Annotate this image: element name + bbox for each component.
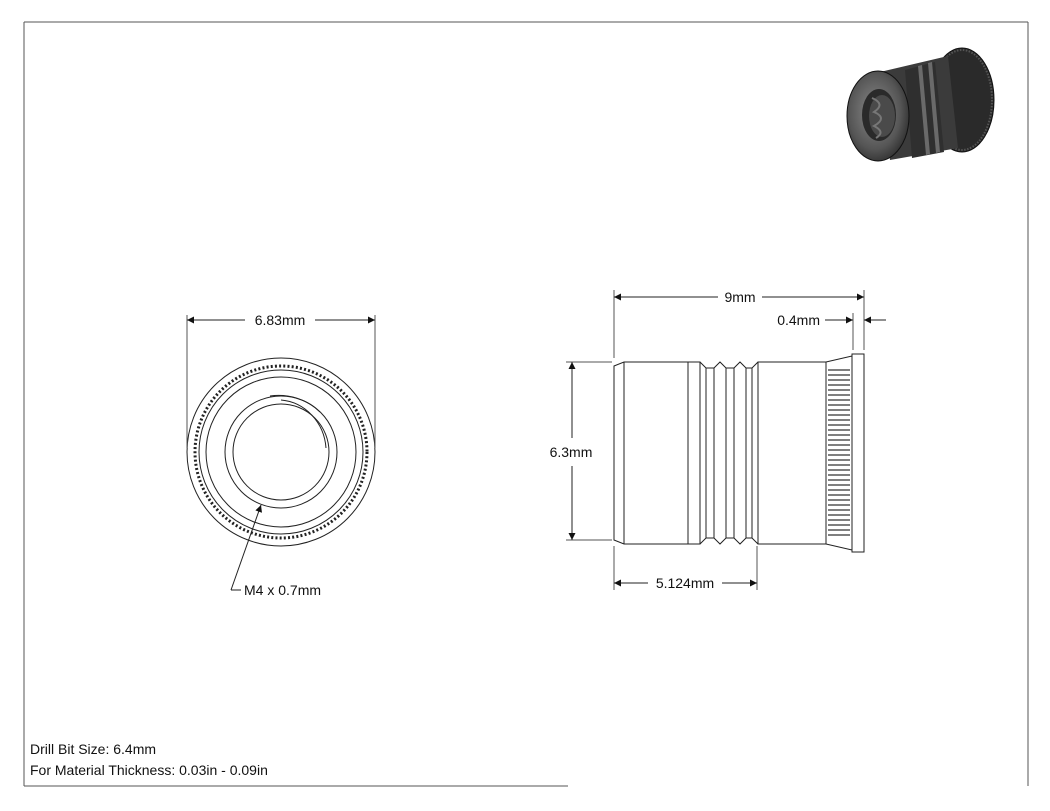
head-thickness-dimension: 0.4mm [777,312,886,350]
front-diameter-label: 6.83mm [255,312,306,328]
material-thickness-note: For Material Thickness: 0.03in - 0.09in [30,762,268,778]
thread-callout: M4 x 0.7mm [230,504,321,598]
body-diameter-dimension: 6.3mm [550,361,612,541]
head-thickness-label: 0.4mm [777,312,820,328]
isometric-render [846,47,995,162]
overall-length-label: 9mm [724,289,755,305]
drawing-border [23,21,1029,787]
shank-length-label: 5.124mm [656,575,714,591]
side-knurl [828,369,850,536]
drill-bit-note: Drill Bit Size: 6.4mm [30,741,157,757]
front-diameter-dimension: 6.83mm [187,312,375,328]
front-view [186,315,376,547]
overall-length-dimension: 9mm [613,289,865,358]
body-diameter-label: 6.3mm [550,444,593,460]
shank-length-dimension: 5.124mm [613,546,758,591]
thread-size-label: M4 x 0.7mm [244,582,321,598]
side-view [613,353,865,553]
